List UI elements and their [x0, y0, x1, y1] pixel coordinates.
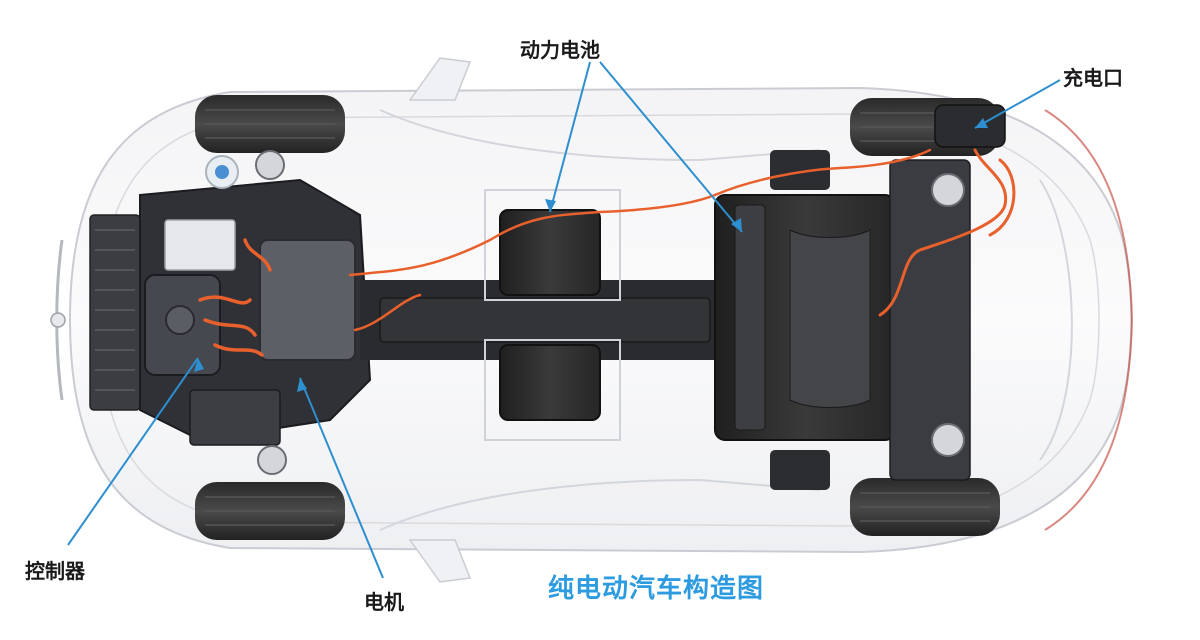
hv-cable [348, 148, 932, 332]
radiator [89, 214, 141, 411]
pointer-charge [974, 79, 1061, 129]
rear-axle [770, 104, 1016, 490]
pointer-lines [67, 61, 1061, 579]
pointer-arrowheads [194, 118, 988, 392]
controller-label: 控制器 [25, 559, 85, 583]
motor-unit [259, 239, 356, 361]
front-motor-bay [89, 150, 372, 475]
battery-label: 动力电池 [520, 38, 600, 62]
battery-module-front-upper [499, 209, 601, 296]
battery-pack [360, 189, 896, 441]
diagram-title: 纯电动汽车构造图 [548, 574, 765, 604]
motor-label: 电机 [364, 590, 404, 614]
pointer-motor [299, 377, 384, 579]
pointer-controller [67, 357, 199, 546]
charging-port-label: 充电口 [1063, 66, 1123, 90]
battery-module-front-lower [499, 344, 601, 421]
pointer-battery-b [599, 61, 743, 233]
charging-port [934, 104, 1006, 148]
pointer-battery-a [549, 61, 591, 213]
